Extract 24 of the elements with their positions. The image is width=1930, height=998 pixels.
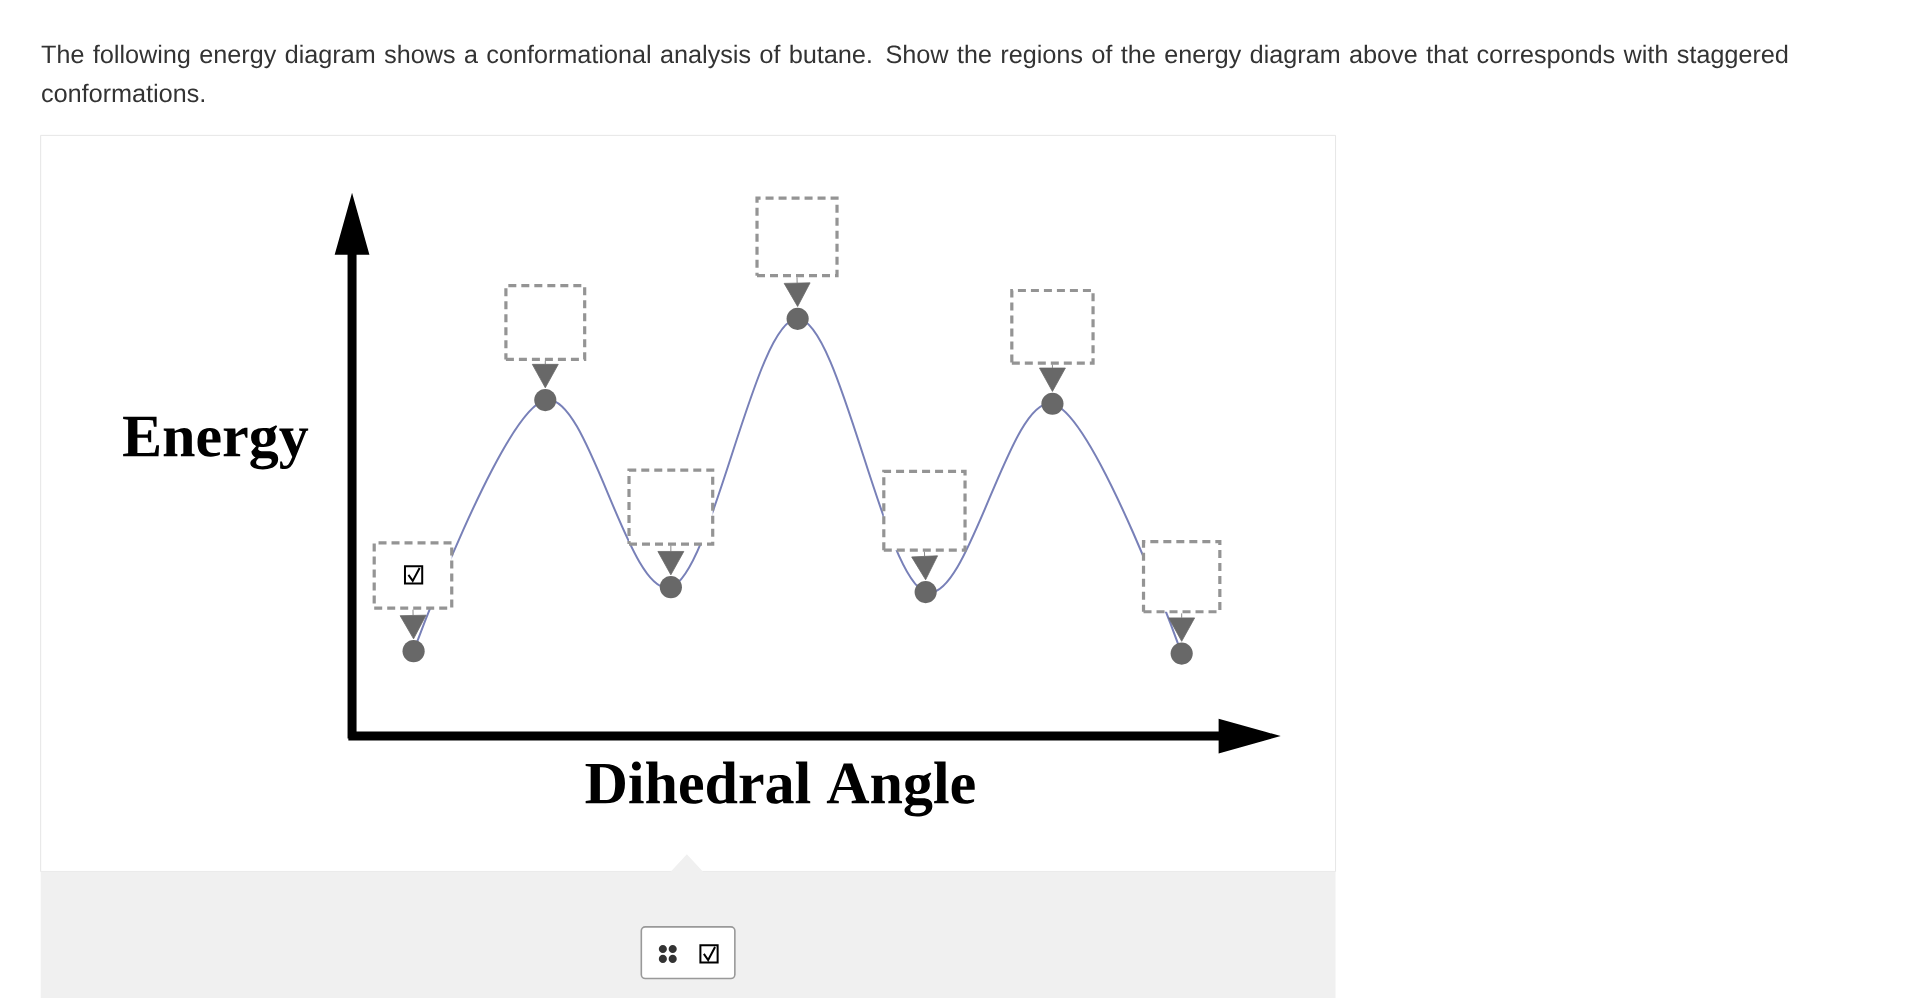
axis-label: Dihedral Angle [585,761,975,817]
drop-zone [1010,288,1095,365]
drop-zone [372,541,454,610]
drop-zone [504,283,587,362]
drop-zone [627,468,715,546]
arrow [399,609,427,640]
arrow [657,545,685,576]
question-text: The following energy diagram shows a conformational analysis of butane. Show the regions of the energy diagram above that corresponds with staggered conformations. [41,44,1788,103]
data-point [786,307,809,330]
drop-zone [882,469,967,552]
arrow [911,551,938,581]
data-point [914,581,937,604]
drop-zone [755,196,839,278]
data-point [402,640,425,663]
arrow [1039,364,1066,392]
data-point [1041,392,1064,415]
axis-label: Energy [123,416,309,470]
data-point [534,388,557,412]
data-point [1170,642,1193,665]
arrow [783,276,811,307]
drop-zone [1141,540,1222,614]
arrow [1168,612,1196,642]
arrow [531,360,559,389]
data-point [659,576,682,599]
